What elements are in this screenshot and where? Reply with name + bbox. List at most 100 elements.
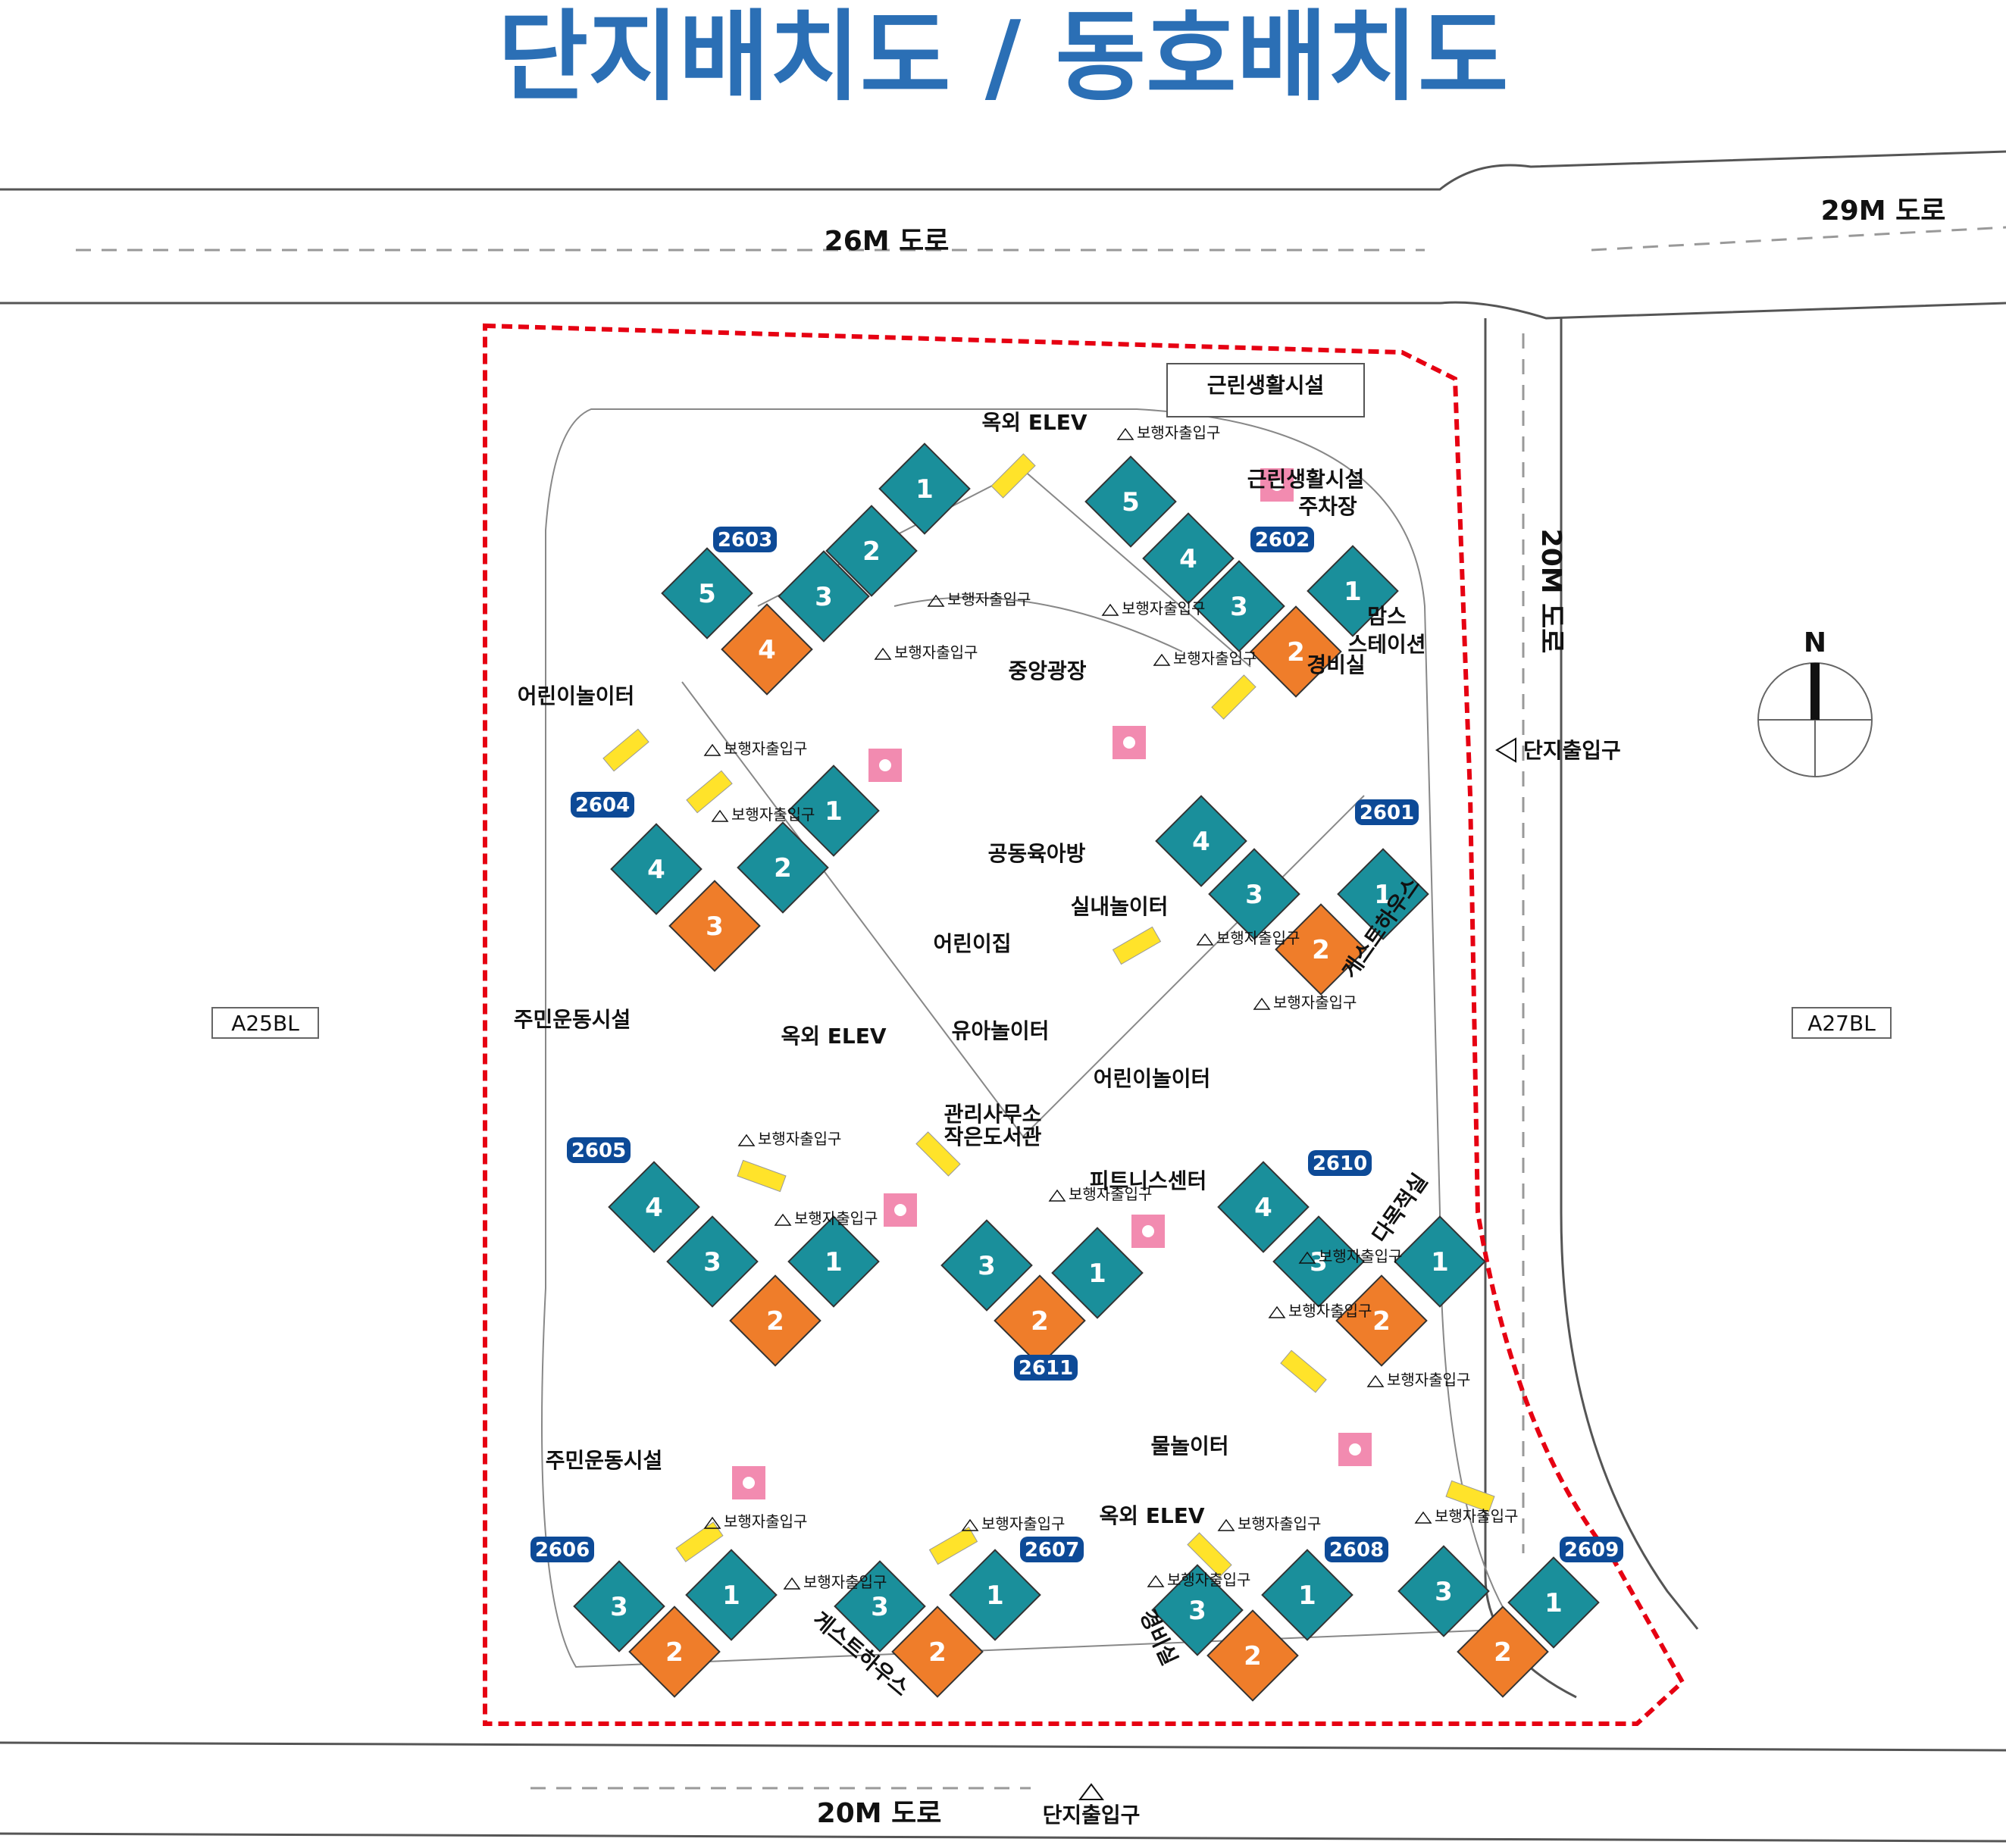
unit-number: 2 xyxy=(928,1637,947,1668)
unit-2609-1: 1 xyxy=(1507,1556,1600,1649)
building-number: 2604 xyxy=(575,794,630,817)
bike-parking-icon xyxy=(990,453,1036,499)
unit-2602-3: 3 xyxy=(1193,560,1285,652)
nf-parking-label-2: 주차장 xyxy=(1298,494,1357,519)
unit-number: 2 xyxy=(1031,1306,1049,1337)
south-road-edge-top xyxy=(0,1741,2006,1752)
unit-block xyxy=(1457,1606,1549,1698)
unit-2608-3: 3 xyxy=(1151,1564,1244,1656)
north-road-edge-top xyxy=(0,150,2006,191)
pedestrian-entrance-icon xyxy=(1268,1305,1286,1318)
unit-2607-3: 3 xyxy=(834,1560,926,1653)
unit-block xyxy=(1275,903,1367,996)
unit-2602-2: 2 xyxy=(1250,605,1342,698)
amenity-dot xyxy=(894,1204,906,1216)
outdoor-elev-bottom-label: 옥외 ELEV xyxy=(1099,1503,1204,1528)
bike-parking-icon xyxy=(1187,1532,1232,1578)
unit-number: 1 xyxy=(722,1581,740,1611)
unit-block xyxy=(1142,512,1235,605)
unit-number: 3 xyxy=(1230,592,1248,622)
mgmt-office-label-1: 관리사무소 xyxy=(944,1102,1042,1127)
unit-number: 4 xyxy=(647,855,665,885)
guard-north-label: 경비실 xyxy=(1307,652,1365,677)
amenity-marker-icon xyxy=(884,1193,917,1227)
building-badge xyxy=(571,792,634,818)
pedestrian-entrance-icon xyxy=(1366,1374,1385,1387)
pedestrian-entrance-icon xyxy=(783,1577,801,1590)
unit-block xyxy=(1507,1556,1600,1649)
pedestrian-entrance-label: 보행자출입구 xyxy=(1167,1571,1250,1589)
pedestrian-entrance-label: 보행자출입구 xyxy=(947,590,1031,608)
unit-block xyxy=(1394,1215,1486,1308)
outdoor-elev-top-label: 옥외 ELEV xyxy=(981,410,1087,435)
unit-2608-1: 1 xyxy=(1261,1549,1354,1641)
unit-block xyxy=(737,821,829,914)
amenity-marker-icon xyxy=(1113,726,1146,759)
building-badge xyxy=(1250,527,1314,552)
pedestrian-entrance-label: 보행자출입구 xyxy=(724,740,807,758)
unit-number: 2 xyxy=(1287,637,1305,668)
unit-block xyxy=(834,1560,926,1653)
unit-block xyxy=(1051,1227,1144,1319)
pedestrian-entrance-label: 보행자출입구 xyxy=(1273,993,1357,1012)
roads xyxy=(0,150,2006,1843)
pedestrian-entrance-label: 보행자출입구 xyxy=(1288,1302,1372,1320)
bike-parking-icon xyxy=(686,770,733,814)
pedestrian-entrance-label: 보행자출입구 xyxy=(894,643,978,661)
pedestrian-entrance-label: 보행자출입구 xyxy=(1122,599,1205,618)
building-badge xyxy=(1355,799,1419,825)
pedestrian-entrance-label: 보행자출입구 xyxy=(1319,1247,1402,1265)
unit-2601-1: 1 xyxy=(1337,848,1429,940)
pedestrian-entrance-icon xyxy=(1147,1574,1165,1587)
unit-number: 3 xyxy=(703,1247,721,1277)
playground-nw-label: 어린이놀이터 xyxy=(518,683,635,708)
unit-block xyxy=(668,880,761,972)
unit-number: 1 xyxy=(1431,1247,1449,1277)
building-number: 2610 xyxy=(1313,1152,1367,1175)
unit-block xyxy=(1307,545,1399,637)
compass: N xyxy=(1757,627,1873,777)
building-number: 2605 xyxy=(571,1140,626,1162)
unit-2604-1: 1 xyxy=(787,765,880,857)
pedestrian-entrance-icon xyxy=(1116,427,1134,440)
unit-number: 1 xyxy=(825,1247,843,1277)
unit-2604-4: 4 xyxy=(610,823,703,915)
unit-2603-1: 1 xyxy=(878,442,971,535)
unit-2606-3: 3 xyxy=(573,1560,665,1653)
unit-2602-1: 1 xyxy=(1307,545,1399,637)
south-entrance-label: 단지출입구 xyxy=(1043,1803,1141,1828)
pedestrian-entrance-label: 보행자출입구 xyxy=(731,805,815,824)
unit-number: 4 xyxy=(1192,827,1210,857)
compass-needle xyxy=(1810,663,1820,720)
building-badge xyxy=(1325,1537,1388,1562)
bike-parking-icon xyxy=(1445,1480,1495,1513)
unit-2601-4: 4 xyxy=(1155,795,1247,887)
unit-number: 1 xyxy=(825,796,843,827)
unit-2609-3: 3 xyxy=(1397,1545,1490,1637)
pedestrian-entrance-icon xyxy=(1298,1251,1316,1264)
unit-block xyxy=(1155,795,1247,887)
unit-block xyxy=(721,603,813,696)
resident-sports-1-label: 주민운동시설 xyxy=(514,1007,631,1032)
unit-block xyxy=(1397,1545,1490,1637)
unit-2610-1: 1 xyxy=(1394,1215,1486,1308)
unit-block xyxy=(1151,1564,1244,1656)
amenity-markers xyxy=(732,468,1372,1499)
pedestrian-entrance-icon xyxy=(1101,603,1119,616)
outdoor-elev-mid-label: 옥외 ELEV xyxy=(781,1024,886,1049)
buildings-layer: 1234260112345260212345260312342604123426… xyxy=(530,442,1623,1702)
unit-number: 2 xyxy=(766,1306,784,1337)
unit-2606-2: 2 xyxy=(628,1606,721,1698)
unit-number: 3 xyxy=(1188,1596,1206,1626)
bike-parking-icon xyxy=(675,1521,724,1562)
pedestrian-entrance-icon xyxy=(737,1134,756,1146)
unit-number: 2 xyxy=(1494,1637,1512,1668)
unit-number: 2 xyxy=(1312,935,1330,965)
amenity-marker-icon xyxy=(1338,1433,1372,1466)
mom-station-label-1: 맘스 xyxy=(1367,604,1407,629)
